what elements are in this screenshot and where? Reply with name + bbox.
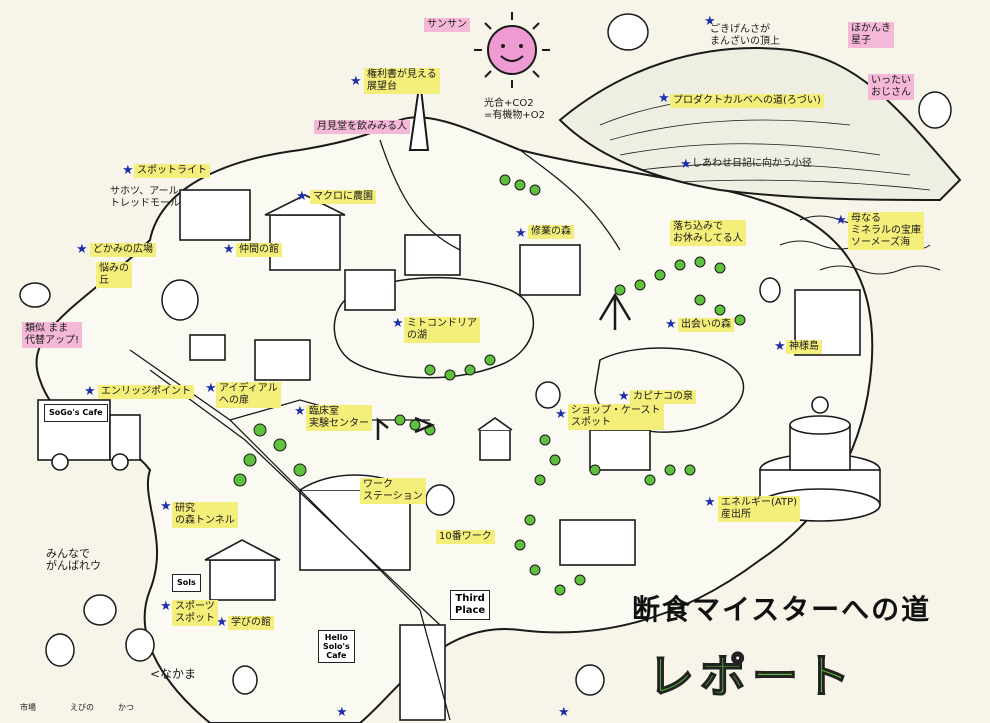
star-icon: ★ <box>160 599 172 614</box>
label-forest: 研究 の森トンネル <box>172 502 238 528</box>
star-icon: ★ <box>336 705 348 720</box>
label-kamiai: 神様島 <box>786 340 822 354</box>
trees <box>233 174 746 596</box>
label-bonyo: 母なる ミネラルの宝庫 ソーメーズ海 <box>848 212 924 250</box>
atp-building <box>759 396 881 522</box>
sign-sols: Sols <box>172 574 201 592</box>
label-jikken: 10番ワーク <box>436 530 495 544</box>
label-sun: サンサン <box>424 18 470 32</box>
star-icon: ★ <box>122 163 134 178</box>
label-artmall: サホツ、アール トレッドモール <box>110 186 180 209</box>
sign-sogo-cafe: SoGo's Cafe <box>44 404 108 422</box>
characters <box>19 13 952 696</box>
label-rinsho: 臨床室 実験センター <box>306 405 372 431</box>
star-icon: ★ <box>704 14 716 29</box>
star-icon: ★ <box>160 499 172 514</box>
star-icon: ★ <box>84 384 96 399</box>
label-ochitsuki: 落ち込みで お休みしてる人 <box>670 220 746 246</box>
label-deai: 出会いの森 <box>678 318 734 332</box>
label-summit: ごきげんさが まんざいの頂上 <box>710 24 780 47</box>
label-ebi: えびの <box>70 703 94 712</box>
sign-hello-cafe: Hello Solo's Cafe <box>318 630 355 663</box>
star-icon: ★ <box>658 91 670 106</box>
label-shuyo: 修業の森 <box>528 225 574 239</box>
buildings <box>179 189 861 721</box>
label-mitocon: ミトコンドリア の湖 <box>404 317 480 343</box>
label-energy: エンリッジポイント <box>98 385 194 399</box>
star-icon: ★ <box>515 226 527 241</box>
star-icon: ★ <box>555 407 567 422</box>
sun <box>474 12 550 88</box>
star-icon: ★ <box>680 157 692 172</box>
label-manabi: 学びの館 <box>228 616 274 630</box>
star-icon: ★ <box>665 317 677 332</box>
label-sagisa: ショップ・ケースト スポット <box>568 404 664 430</box>
label-minnade: みんなで がんばれウ <box>46 547 101 572</box>
label-sports: スポーツ スポット <box>172 600 218 626</box>
mountain <box>558 47 962 202</box>
label-hoshi: ほかんき 星子 <box>848 22 894 48</box>
map-subtitle: レポート <box>647 648 856 704</box>
map-title: 断食マイスターへの道 <box>632 593 932 626</box>
arrows <box>376 292 632 440</box>
label-nayami: 悩みの 丘 <box>96 262 132 288</box>
label-moritama: どかみの広場 <box>90 243 156 257</box>
label-kata: 類似 まま 代替アップ! <box>22 322 83 348</box>
star-icon: ★ <box>350 74 362 89</box>
star-icon: ★ <box>835 213 847 228</box>
star-icon: ★ <box>392 316 404 331</box>
star-icon: ★ <box>774 339 786 354</box>
star-icon: ★ <box>294 404 306 419</box>
label-atp: エネルギー(ATP) 産出所 <box>718 496 801 522</box>
label-photosynthesis: 光合+CO2 =有機物+O2 <box>484 98 545 121</box>
label-spotlight: スポットライト <box>134 164 210 178</box>
label-shiawase: しあわせ日記に向かう小径 <box>692 158 812 169</box>
label-work: ワーク ステーション <box>360 478 426 504</box>
label-kapukapu: カピナコの泉 <box>630 390 696 404</box>
star-icon: ★ <box>76 242 88 257</box>
star-icon: ★ <box>205 381 217 396</box>
label-magro: マクロに農園 <box>310 190 376 204</box>
label-tasting: 月見堂を飲みみる人 <box>314 120 410 134</box>
label-oshiokiyama: いったい おじさん <box>868 74 914 100</box>
label-katsu: かつ <box>118 703 134 712</box>
label-observatory: 権利書が見える 展望台 <box>364 68 440 94</box>
star-icon: ★ <box>618 389 630 404</box>
label-nakama: 仲間の館 <box>236 243 282 257</box>
label-kukan: アイディアル への扉 <box>216 382 281 408</box>
label-nakama2: <なかま <box>150 667 197 681</box>
star-icon: ★ <box>296 189 308 204</box>
sign-third-place: Third Place <box>450 590 491 620</box>
label-product: プロダクトカルベへの道(ろづい) <box>670 94 824 108</box>
star-icon: ★ <box>704 495 716 510</box>
star-icon: ★ <box>223 242 235 257</box>
label-ichiba: 市場 <box>20 703 36 712</box>
star-icon: ★ <box>216 615 228 630</box>
star-icon: ★ <box>558 705 570 720</box>
